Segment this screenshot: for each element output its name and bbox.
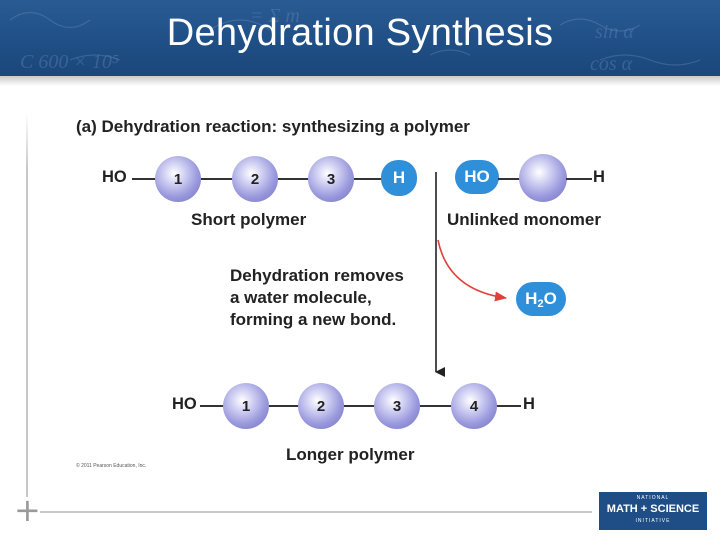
monomer-bead: 1 [155, 156, 201, 202]
logo-line: INITIATIVE [635, 518, 671, 524]
svg-text:= Σ m: = Σ m [250, 5, 300, 27]
figure-title: (a) Dehydration reaction: synthesizing a… [76, 117, 470, 136]
longer-polymer-ho-group: HO [172, 395, 197, 413]
water-h: H [525, 289, 538, 308]
monomer-bead: 3 [308, 156, 354, 202]
water-subscript: 2 [537, 298, 544, 310]
hydrogen-group-highlight: H [381, 160, 417, 196]
monomer-bead: 2 [232, 156, 278, 202]
dehydration-note: Dehydration removes a water molecule, fo… [230, 265, 460, 331]
bond [200, 405, 226, 407]
header-banner: C 600 × 10⁵ sin α cos α = Σ m Dehydratio… [0, 0, 720, 76]
bond [278, 178, 310, 180]
bond [269, 405, 299, 407]
frame-vertical-line [26, 112, 28, 497]
monomer-bead: 3 [374, 383, 420, 429]
monomer-h-group: H [593, 168, 605, 186]
note-line: Dehydration removes [230, 266, 404, 285]
logo-line: MATH + SCIENCE [606, 503, 700, 515]
short-polymer-label: Short polymer [191, 210, 307, 229]
svg-text:cos α: cos α [590, 53, 633, 75]
bond [344, 405, 376, 407]
plus-icon: + [14, 491, 41, 529]
note-line: a water molecule, [230, 288, 372, 307]
hydroxyl-group-highlight: HO [455, 160, 499, 194]
frame-horizontal-line [40, 511, 592, 513]
bond [498, 178, 522, 180]
water-removal-arrow [437, 239, 507, 302]
monomer-bead: 4 [451, 383, 497, 429]
longer-polymer-label: Longer polymer [286, 445, 415, 464]
page-title: Dehydration Synthesis [166, 12, 554, 54]
svg-text:sin α: sin α [595, 21, 634, 43]
longer-polymer-h-group: H [523, 395, 535, 413]
short-polymer-ho-group: HO [102, 168, 127, 186]
monomer-bead: 2 [298, 383, 344, 429]
unlinked-monomer-label: Unlinked monomer [447, 210, 601, 229]
bond [201, 178, 233, 180]
water-o: O [543, 289, 557, 308]
bond [132, 178, 160, 180]
nms-logo: NATIONAL MATH + SCIENCE INITIATIVE [599, 492, 707, 530]
bond [566, 178, 592, 180]
bond [497, 405, 521, 407]
unlinked-monomer-bead [519, 154, 567, 202]
formula-background-decoration: C 600 × 10⁵ sin α cos α = Σ m [9, 5, 701, 75]
copyright-text: © 2011 Pearson Education, Inc. [76, 463, 147, 469]
note-line: forming a new bond. [230, 310, 397, 329]
banner-shadow [0, 76, 720, 86]
bond [354, 178, 384, 180]
svg-text:C 600 × 10⁵: C 600 × 10⁵ [20, 51, 119, 73]
monomer-bead: 1 [223, 383, 269, 429]
logo-line: NATIONAL [636, 495, 670, 501]
bond [420, 405, 452, 407]
